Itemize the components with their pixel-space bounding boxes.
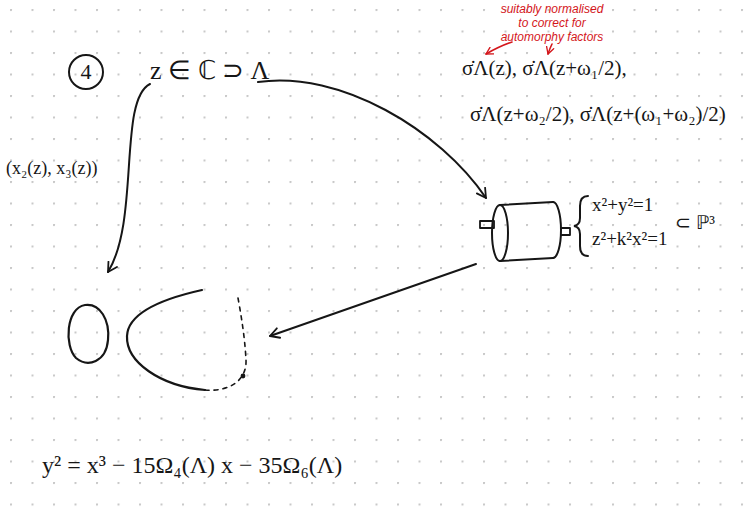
sigma-functions: σ̇Λ(z+ω₂/2), σ̇Λ(z+(ω₁+ω₂)/2) — [470, 102, 726, 126]
map-arrow-to-curve — [108, 84, 150, 272]
cylinder-end — [553, 202, 561, 258]
section-number: 4 — [81, 59, 92, 85]
projection-arrow — [270, 264, 476, 336]
quadric-equation: x²+y²=1 — [592, 194, 653, 216]
map-label: (x₂(z), x₃(z)) — [6, 158, 98, 179]
cylinder-pin — [560, 228, 570, 235]
cylinder-end — [492, 205, 508, 261]
annotation-note: suitably normalised to correct for autom… — [496, 3, 608, 44]
weierstrass-equation: y² = x³ − 15Ω₄(Λ) x − 35Ω₆(Λ) — [42, 452, 342, 480]
curve-oval — [69, 305, 109, 363]
quadric-equation: z²+k²x²=1 — [592, 228, 667, 250]
system-brace — [574, 196, 588, 256]
curve-branch — [127, 290, 205, 390]
domain-expression: z ∈ ℂ ⊃ Λ — [150, 56, 269, 86]
curve-branch-dashed — [205, 298, 246, 390]
point-at-infinity — [241, 374, 246, 379]
annotation-arrow — [548, 44, 552, 54]
projective-space: ⊂ ℙ³ — [675, 212, 714, 234]
cylinder-body — [500, 202, 553, 261]
annotation-arrow — [486, 42, 512, 54]
cylinder-pin — [480, 221, 494, 228]
section-number-circle: 4 — [68, 54, 104, 90]
map-arrow-to-quadrics — [258, 80, 486, 198]
sigma-functions: σ̇Λ(z), σ̇Λ(z+ω₁/2), — [462, 56, 627, 80]
